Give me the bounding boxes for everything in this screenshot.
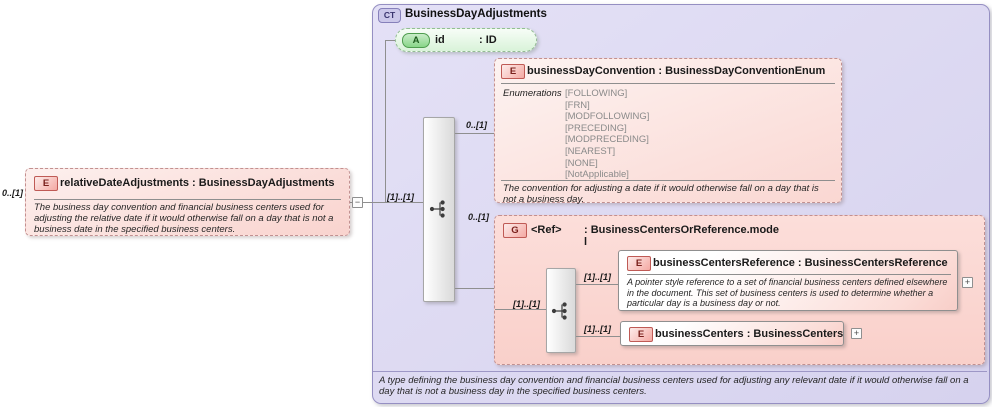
- expand-toggle-centers[interactable]: +: [851, 328, 862, 339]
- divider: [501, 180, 835, 181]
- enum-value: [MODPRECEDING]: [565, 134, 649, 146]
- element-title: relativeDateAdjustments : BusinessDayAdj…: [60, 177, 335, 189]
- divider: [501, 83, 835, 84]
- element-business-centers[interactable]: E businessCenters : BusinessCenters: [620, 321, 844, 346]
- attribute-icon: A: [402, 33, 430, 48]
- cardinality-label-sequence: [1]..[1]: [387, 192, 414, 202]
- element-icon: E: [501, 64, 525, 79]
- attribute-id[interactable]: A id : ID: [395, 28, 537, 52]
- group-type-line2: l: [584, 236, 588, 248]
- element-title: businessCenters : BusinessCenters: [655, 328, 844, 340]
- connector-line-inner-sequence: [495, 309, 546, 310]
- group-type: : BusinessCentersOrReference.mode l: [584, 224, 779, 248]
- attribute-type: : ID: [479, 34, 497, 46]
- enum-value: [NEAREST]: [565, 145, 616, 157]
- element-business-day-convention[interactable]: E businessDayConvention : BusinessDayCon…: [494, 58, 842, 206]
- element-relative-date-adjustments[interactable]: E relativeDateAdjustments : BusinessDayA…: [25, 168, 350, 236]
- cardinality-label-group: 0..[1]: [468, 212, 490, 222]
- element-annotation: The business day convention and financia…: [34, 202, 334, 236]
- complex-type-title: BusinessDayAdjustments: [405, 8, 547, 20]
- enum-value: [NotApplicable]: [565, 169, 629, 181]
- group-name: <Ref>: [531, 224, 562, 236]
- connector-line-attr-stub: [385, 40, 395, 41]
- enumerations-list: [FOLLOWING][FRN][MODFOLLOWING][PRECEDING…: [565, 88, 649, 181]
- sequence-connector[interactable]: [423, 117, 455, 302]
- connector-line-sequence: [372, 202, 423, 203]
- cardinality-label-ref: [1]..[1]: [584, 272, 611, 282]
- divider: [34, 199, 341, 200]
- enum-value: [PRECEDING]: [565, 122, 627, 134]
- element-annotation: The convention for adjusting a date if i…: [503, 183, 819, 206]
- enum-value: [MODFOLLOWING]: [565, 111, 650, 123]
- group-icon: G: [503, 223, 527, 238]
- group-type-line1: : BusinessCentersOrReference.mode: [584, 224, 780, 236]
- sequence-icon: [429, 200, 445, 218]
- divider: [627, 274, 951, 275]
- cardinality-label-convention: 0..[1]: [466, 120, 488, 130]
- element-title: businessCentersReference : BusinessCente…: [653, 257, 948, 269]
- element-icon: E: [627, 256, 651, 271]
- connector-line-ref: [576, 284, 619, 285]
- cardinality-label-outer: 0..[1]: [2, 188, 24, 198]
- sequence-icon: [551, 302, 567, 320]
- attribute-name: id: [435, 34, 445, 46]
- element-business-centers-reference[interactable]: E businessCentersReference : BusinessCen…: [618, 250, 958, 311]
- enumerations-label: Enumerations: [503, 88, 562, 99]
- element-title: businessDayConvention : BusinessDayConve…: [527, 65, 826, 77]
- element-annotation: A pointer style reference to a set of fi…: [627, 277, 948, 309]
- cardinality-label-inner-sequence: [1]..[1]: [513, 299, 540, 309]
- connector-line-convention: [455, 133, 494, 134]
- inner-sequence-connector[interactable]: [546, 268, 576, 353]
- element-icon: E: [34, 176, 58, 191]
- connector-line-group: [455, 288, 494, 289]
- connector-line-centers: [576, 336, 621, 337]
- footer-divider: [373, 371, 987, 372]
- collapse-toggle[interactable]: −: [352, 197, 363, 208]
- enum-value: [NONE]: [565, 157, 598, 169]
- connector-line-attr-vertical: [385, 40, 386, 202]
- cardinality-label-centers: [1]..[1]: [584, 324, 611, 334]
- complex-type-icon: CT: [378, 8, 401, 23]
- enum-value: [FRN]: [565, 99, 590, 111]
- expand-toggle-ref[interactable]: +: [962, 277, 973, 288]
- element-icon: E: [629, 327, 653, 342]
- enum-value: [FOLLOWING]: [565, 88, 628, 99]
- complex-type-annotation: A type defining the business day convent…: [379, 375, 969, 398]
